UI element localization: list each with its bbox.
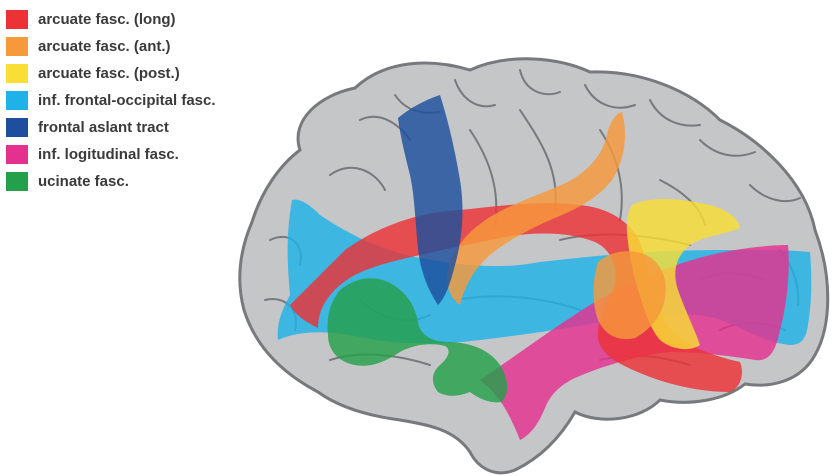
brain-figure (0, 0, 834, 476)
